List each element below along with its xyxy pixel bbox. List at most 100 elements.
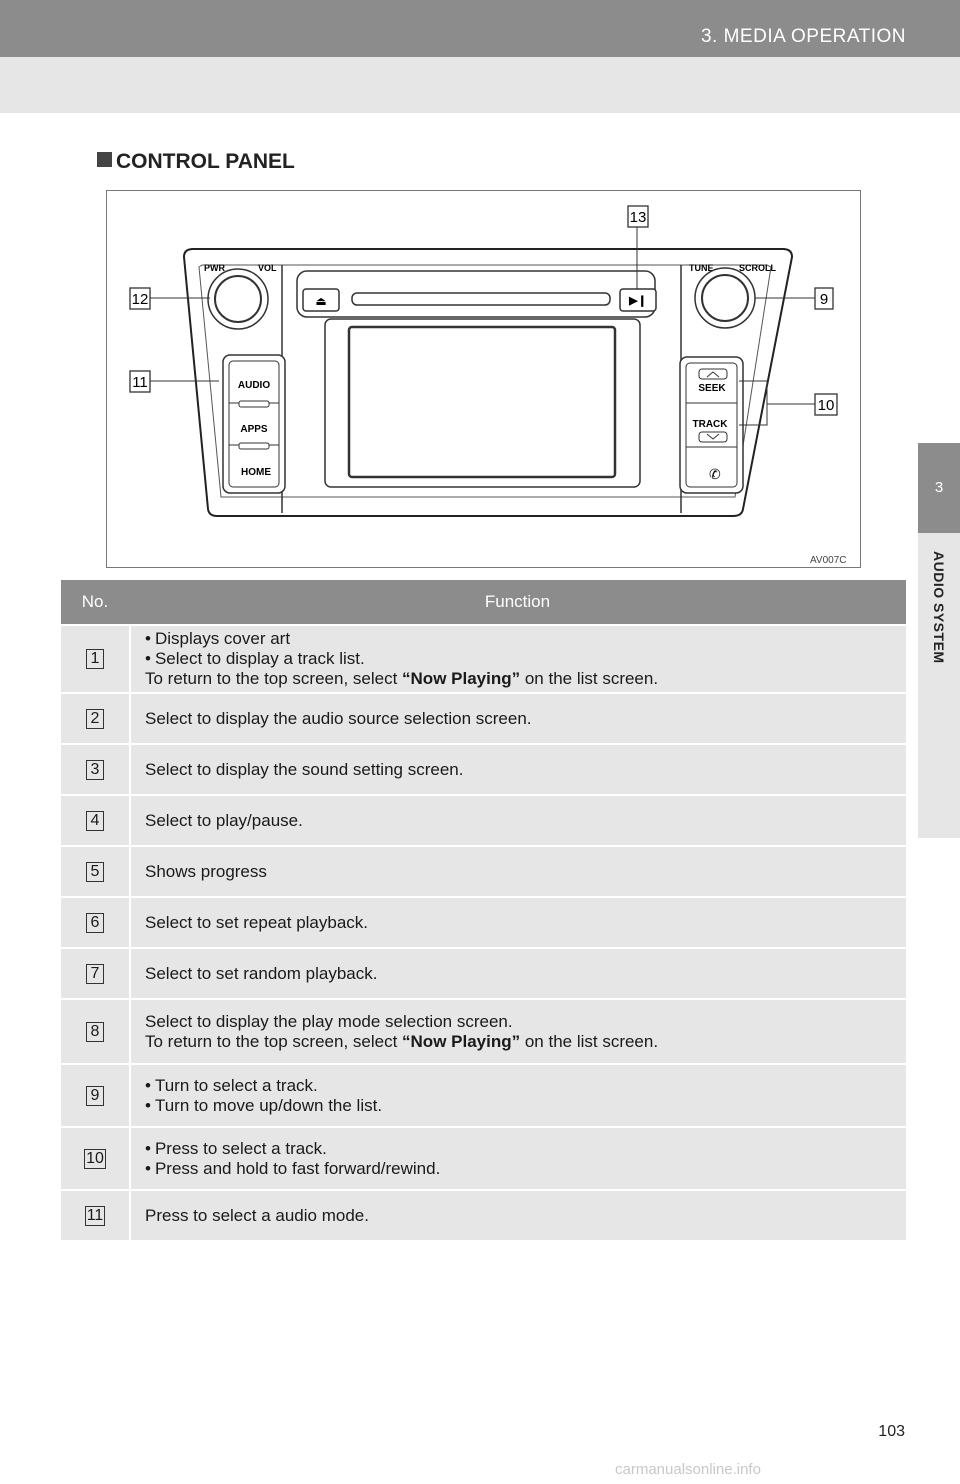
row-number: 6 bbox=[86, 912, 104, 933]
play-pause-button[interactable] bbox=[619, 288, 657, 312]
row-number: 11 bbox=[84, 1205, 106, 1226]
pwr-label: PWR bbox=[204, 263, 225, 273]
line-text: To return to the top screen, select bbox=[145, 1031, 403, 1051]
table-row: 2 Select to display the audio source sele… bbox=[61, 692, 906, 743]
track-down-button[interactable] bbox=[698, 431, 728, 443]
row-function-cell: Select to display the sound setting scre… bbox=[131, 745, 906, 794]
table-row: 3 Select to display the sound setting scr… bbox=[61, 743, 906, 794]
table-row: 11 Press to select a audio mode. bbox=[61, 1189, 906, 1240]
line-text: Select to display the sound setting scre… bbox=[145, 759, 464, 779]
callout-10-bracket bbox=[739, 380, 768, 426]
tune-label: TUNE bbox=[689, 263, 714, 273]
right-button-inner bbox=[685, 362, 738, 488]
control-panel-figure: ⏏ ▶❙ PWR VOL TUNE SCROLL AUDIO APPS HOME… bbox=[106, 190, 861, 568]
row-number-cell: 6 bbox=[61, 898, 131, 947]
table-body: 1 Displays cover artSelect to display a t… bbox=[61, 624, 906, 1240]
home-button[interactable]: HOME bbox=[241, 467, 271, 478]
tune-scroll-knob[interactable] bbox=[701, 274, 749, 322]
eject-button[interactable] bbox=[302, 288, 340, 312]
bullet-line: Displays cover art bbox=[145, 629, 896, 649]
phone-icon[interactable]: ✆ bbox=[709, 466, 721, 482]
row-number-cell: 11 bbox=[61, 1191, 131, 1240]
row-number-cell: 9 bbox=[61, 1065, 131, 1126]
eject-icon: ⏏ bbox=[315, 294, 326, 308]
row-number: 9 bbox=[86, 1085, 104, 1106]
line-text: Displays cover art bbox=[154, 629, 291, 648]
table-row: 9 Turn to select a track.Turn to move up/… bbox=[61, 1063, 906, 1126]
bullet-line: Turn to select a track. bbox=[145, 1076, 896, 1096]
play-pause-icon: ▶❙ bbox=[628, 295, 647, 307]
callout-9: 9 bbox=[820, 291, 828, 308]
text-line: Press to select a audio mode. bbox=[145, 1206, 896, 1226]
row-number-cell: 5 bbox=[61, 847, 131, 896]
scroll-label: SCROLL bbox=[739, 263, 777, 273]
bullet-line: Select to display a track list. bbox=[145, 649, 896, 669]
callout-10-box bbox=[814, 393, 838, 416]
text-line: To return to the top screen, select “Now… bbox=[145, 669, 896, 689]
line-text: Select to display the audio source selec… bbox=[145, 708, 532, 728]
row-number: 7 bbox=[86, 963, 104, 984]
text-line: Select to set random playback. bbox=[145, 964, 896, 984]
bullet-line: Press to select a track. bbox=[145, 1139, 896, 1159]
row-function-cell: Turn to select a track.Turn to move up/d… bbox=[131, 1065, 906, 1126]
table-header: No. Function bbox=[61, 580, 906, 624]
callout-12-box bbox=[129, 287, 151, 310]
row-number: 2 bbox=[86, 708, 104, 729]
row-function-cell: Select to set random playback. bbox=[131, 949, 906, 998]
row-number: 3 bbox=[86, 759, 104, 780]
line-text: Press to select a audio mode. bbox=[145, 1205, 369, 1225]
callout-11: 11 bbox=[132, 374, 148, 391]
control-panel-diagram: ⏏ ▶❙ PWR VOL TUNE SCROLL AUDIO APPS HOME… bbox=[129, 205, 847, 566]
row-number: 5 bbox=[86, 861, 104, 882]
table-row: 10Press to select a track.Press and hold… bbox=[61, 1126, 906, 1189]
section-title-text: CONTROL PANEL bbox=[116, 150, 295, 173]
row-function-cell: Press to select a track.Press and hold t… bbox=[131, 1128, 906, 1189]
bezel-inner bbox=[198, 264, 772, 498]
table-row: 1 Displays cover artSelect to display a t… bbox=[61, 624, 906, 692]
row-number: 8 bbox=[86, 1021, 104, 1042]
row-function-cell: Select to display the play mode selectio… bbox=[131, 1000, 906, 1063]
vol-label: VOL bbox=[258, 263, 277, 273]
row-number: 4 bbox=[86, 810, 104, 831]
header-no: No. bbox=[81, 592, 109, 611]
line-text: Select to set repeat playback. bbox=[145, 912, 369, 932]
row-number-cell: 3 bbox=[61, 745, 131, 794]
line-text: Select to set random playback. bbox=[145, 963, 378, 983]
left-button-panel bbox=[222, 354, 286, 494]
line-text: on the list screen. bbox=[520, 1031, 659, 1051]
row-function-cell: Shows progress bbox=[131, 847, 906, 896]
row-number: 1 bbox=[86, 649, 104, 669]
row-number-cell: 8 bbox=[61, 1000, 131, 1063]
table-row: 4 Select to play/pause. bbox=[61, 794, 906, 845]
line-text: Select to play/pause. bbox=[145, 810, 303, 830]
square-bullet-icon bbox=[97, 152, 112, 167]
row-number-cell: 4 bbox=[61, 796, 131, 845]
seek-label: SEEK bbox=[698, 383, 726, 394]
disc-slot bbox=[351, 292, 611, 306]
text-line: Shows progress bbox=[145, 862, 896, 882]
bullet-line: Turn to move up/down the list. bbox=[145, 1096, 896, 1116]
header-bar: 3. MEDIA OPERATION bbox=[0, 0, 960, 57]
apps-button[interactable]: APPS bbox=[240, 424, 268, 435]
emphasis-text: “Now Playing” bbox=[402, 1031, 521, 1051]
callout-10: 10 bbox=[818, 397, 835, 414]
text-line: Select to display the sound setting scre… bbox=[145, 760, 896, 780]
line-text: Select to display the play mode selectio… bbox=[145, 1011, 513, 1031]
left-divider-grip-2 bbox=[238, 442, 270, 450]
callout-11-box bbox=[129, 370, 151, 393]
row-function-cell: Press to select a audio mode. bbox=[131, 1191, 906, 1240]
chapter-tab-label: AUDIO SYSTEM bbox=[918, 533, 960, 838]
touch-screen[interactable] bbox=[347, 325, 617, 479]
seek-up-button[interactable] bbox=[698, 368, 728, 380]
section-title: CONTROL PANEL bbox=[97, 150, 295, 174]
chapter-tab-number: 3 bbox=[918, 443, 960, 533]
figure-code: AV007C bbox=[810, 555, 847, 566]
header-function: Function bbox=[484, 592, 551, 611]
line-text: Press to select a track. bbox=[154, 1138, 327, 1158]
audio-button[interactable]: AUDIO bbox=[238, 380, 270, 391]
row-function-cell: Select to set repeat playback. bbox=[131, 898, 906, 947]
table-row: 8 Select to display the play mode selecti… bbox=[61, 998, 906, 1063]
pwr-vol-knob[interactable] bbox=[214, 275, 262, 323]
chapter-title: 3. MEDIA OPERATION bbox=[700, 26, 906, 47]
header-band bbox=[0, 57, 960, 113]
